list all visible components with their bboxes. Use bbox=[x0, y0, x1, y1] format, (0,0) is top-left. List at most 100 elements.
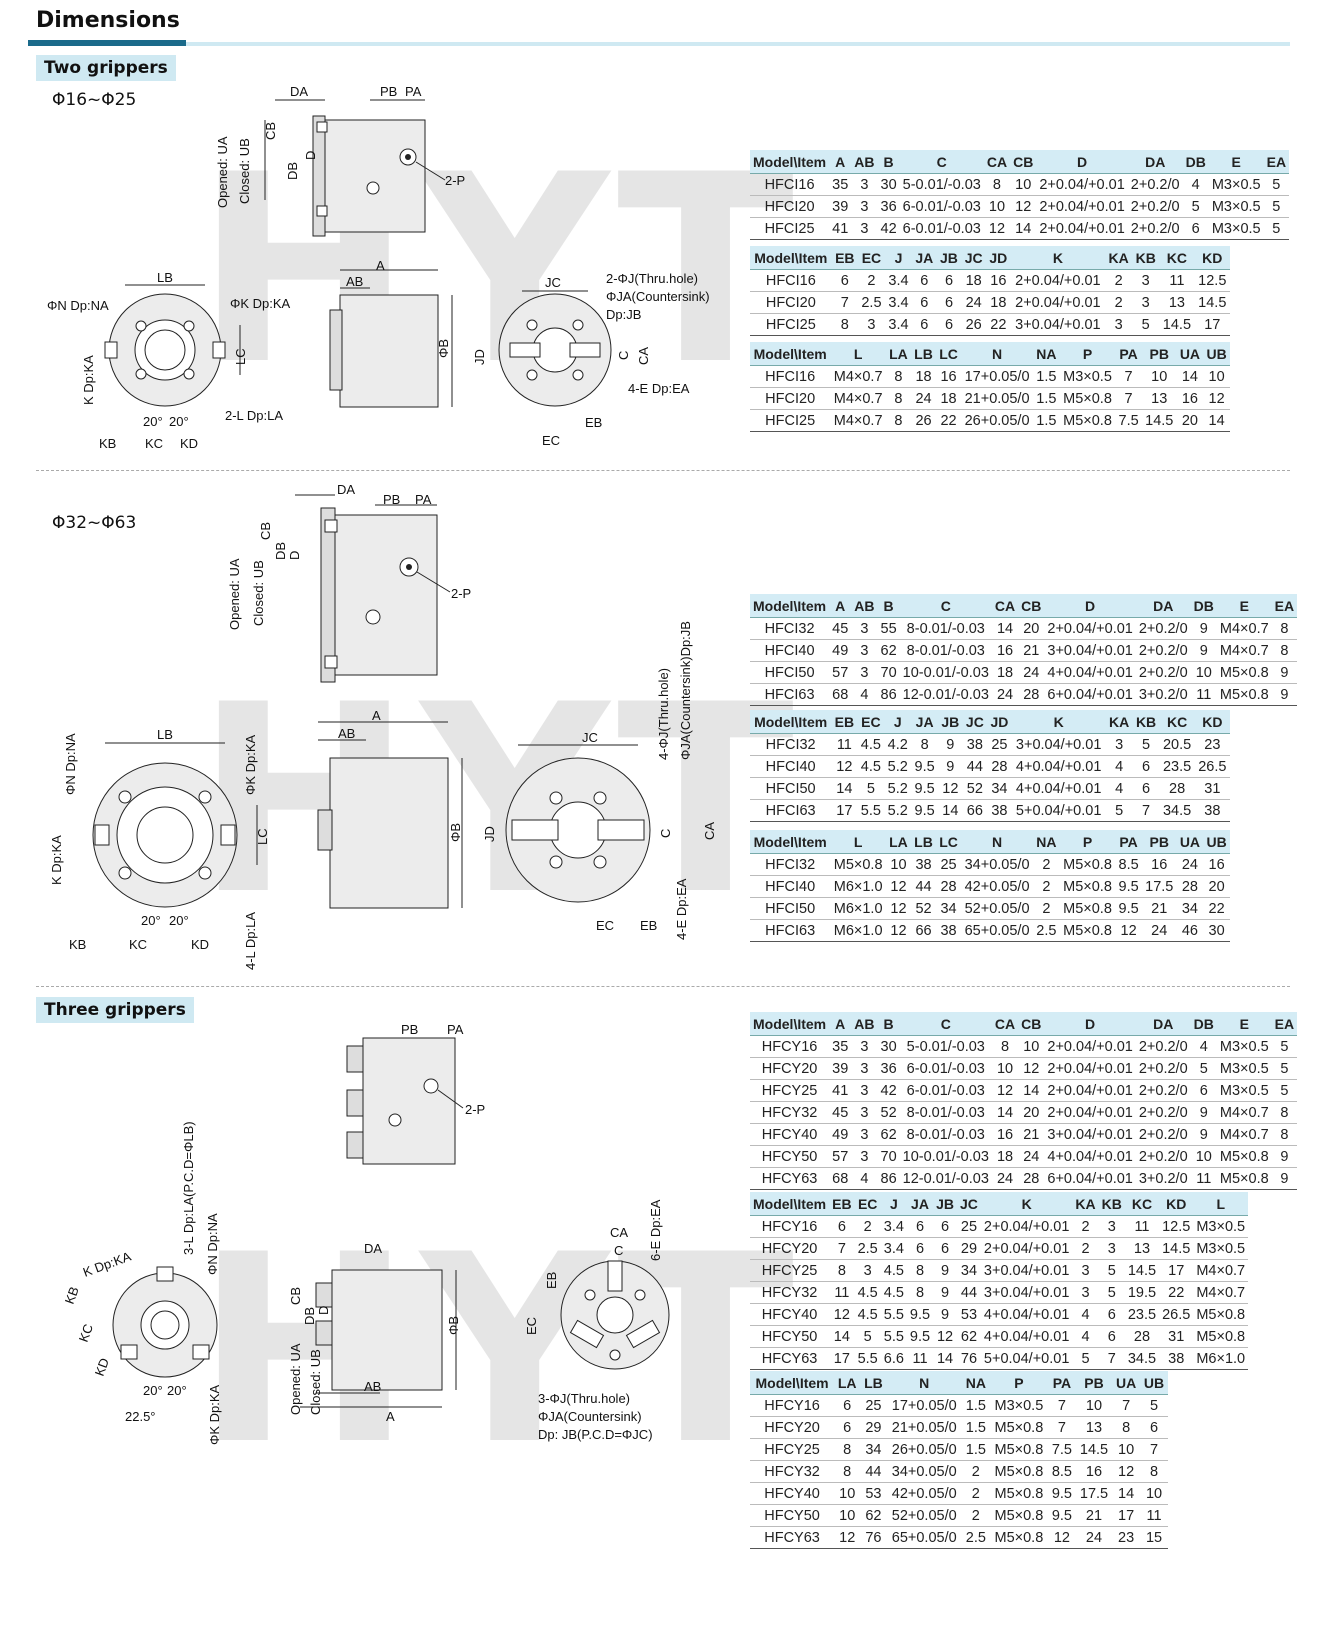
table-cell: 9 bbox=[1190, 617, 1217, 640]
dim-label: KB bbox=[69, 937, 86, 952]
table-header-cell: KA bbox=[1072, 1192, 1099, 1216]
table-cell: M6×1.0 bbox=[830, 897, 886, 920]
table-cell: 6 bbox=[933, 1237, 957, 1260]
table-header-cell: JC bbox=[957, 1192, 981, 1216]
table-cell: 4.5 bbox=[854, 1281, 881, 1304]
table-cell: 7 bbox=[1115, 365, 1142, 388]
table-cell: HFCY20 bbox=[750, 1237, 830, 1260]
table-cell: 30 bbox=[877, 173, 900, 196]
table-cell: 9.5 bbox=[1048, 1504, 1076, 1527]
table-cell: 8 bbox=[1271, 617, 1298, 640]
table-cell: 21+0.05/0 bbox=[886, 1416, 962, 1439]
table-cell: M5×0.8 bbox=[1059, 853, 1116, 876]
table-cell: 6 bbox=[1098, 1325, 1125, 1348]
table-header-cell: KB bbox=[1098, 1192, 1125, 1216]
table-cell: M3×0.5 bbox=[1193, 1237, 1249, 1260]
table-cell: HFCI20 bbox=[750, 291, 832, 314]
table-header-cell: Model\Item bbox=[750, 1371, 835, 1395]
table-cell: 4 bbox=[851, 1167, 878, 1190]
table-cell: 11 bbox=[829, 1281, 855, 1304]
table-cell: 1.5 bbox=[961, 1438, 990, 1461]
table-cell: M5×0.8 bbox=[989, 1504, 1048, 1527]
dim-label: EB bbox=[640, 918, 657, 933]
table-cell: 9 bbox=[1271, 683, 1298, 706]
table-cell: 12 bbox=[1010, 195, 1037, 218]
table-cell: 3+0.04/+0.01 bbox=[980, 1259, 1073, 1282]
table-header-cell: LB bbox=[910, 342, 937, 366]
table-cell: 4+0.04/+0.01 bbox=[1011, 777, 1106, 800]
table-cell: 6 bbox=[911, 269, 937, 292]
table-header-cell: JB bbox=[933, 1192, 957, 1216]
table-cell: HFCY40 bbox=[750, 1303, 830, 1326]
table-cell: 5 bbox=[1263, 195, 1290, 218]
table-cell: M5×0.8 bbox=[1193, 1325, 1249, 1348]
front-view-drawing: LB ΦN Dp:NA ΦK Dp:KA LC K Dp:KA 4-L Dp:L… bbox=[49, 727, 270, 970]
table-cell: 9 bbox=[1271, 661, 1298, 684]
table-cell: M5×0.8 bbox=[1216, 1145, 1272, 1168]
dim-label: KC bbox=[76, 1322, 96, 1344]
table-cell: 11 bbox=[831, 733, 858, 756]
table-cell: 25 bbox=[957, 1215, 981, 1238]
table-cell: 9 bbox=[938, 733, 963, 756]
table-cell: 42 bbox=[877, 217, 900, 240]
size-range-large: Φ32~Φ63 bbox=[52, 513, 137, 533]
dim-label: LC bbox=[255, 828, 270, 845]
table-cell: 14 bbox=[1203, 409, 1230, 432]
table-cell: 8 bbox=[991, 1035, 1019, 1058]
table-cell: 16 bbox=[991, 1123, 1019, 1146]
dim-label: 3-L Dp:LA(P.C.D=ΦLB) bbox=[181, 1121, 196, 1255]
dim-label: KD bbox=[92, 1356, 112, 1378]
table-cell: 17+0.05/0 bbox=[886, 1394, 962, 1417]
table-cell: 5.2 bbox=[884, 755, 912, 778]
table-cell: HFCY63 bbox=[750, 1347, 830, 1370]
table-header-cell: JA bbox=[906, 1192, 934, 1216]
dim-label: K Dp:KA bbox=[49, 835, 64, 885]
table-cell: 22 bbox=[1159, 1281, 1194, 1304]
table-cell: 6 bbox=[936, 269, 962, 292]
table-cell: 31 bbox=[1159, 1325, 1194, 1348]
table-cell: 24 bbox=[1141, 919, 1177, 942]
table-cell: 86 bbox=[877, 683, 900, 706]
table-cell: 8 bbox=[983, 173, 1011, 196]
table-cell: 7.5 bbox=[1115, 409, 1142, 432]
table-header-cell: PA bbox=[1048, 1371, 1076, 1395]
table-cell: 6-0.01/-0.03 bbox=[899, 1057, 992, 1080]
table-cell: 2 bbox=[961, 1460, 990, 1483]
table-cell: HFCY20 bbox=[750, 1416, 835, 1439]
table-header-cell: J bbox=[884, 710, 912, 734]
table-cell: 26+0.05/0 bbox=[961, 409, 1034, 432]
table-header-cell: KB bbox=[1132, 246, 1160, 270]
table-cell: 28 bbox=[1159, 777, 1195, 800]
table-cell: 9 bbox=[933, 1259, 957, 1282]
table-cell: 3 bbox=[851, 1035, 878, 1058]
table-cell: 7 bbox=[1112, 1394, 1141, 1417]
table-header-cell: EC bbox=[857, 246, 885, 270]
table-cell: HFCY16 bbox=[750, 1215, 830, 1238]
table-cell: 8 bbox=[885, 365, 911, 388]
table-cell: 2 bbox=[1033, 897, 1060, 920]
table-cell: 24 bbox=[1018, 661, 1045, 684]
table-cell: 14.5 bbox=[1124, 1259, 1160, 1282]
table-header-cell: EA bbox=[1271, 594, 1298, 618]
table-header-cell: Model\Item bbox=[750, 830, 831, 854]
table-header-cell: EA bbox=[1271, 1012, 1298, 1036]
table-cell: 14 bbox=[1018, 1079, 1045, 1102]
table-cell: HFCI32 bbox=[750, 853, 831, 876]
table-cell: 3 bbox=[851, 639, 878, 662]
dim-label: JC bbox=[582, 730, 598, 745]
table-cell: 3.4 bbox=[880, 1215, 907, 1238]
table-cell: M5×0.8 bbox=[989, 1438, 1048, 1461]
table-cell: M3×0.5 bbox=[1208, 217, 1264, 240]
table-cell: 10 bbox=[1075, 1394, 1113, 1417]
table-header-cell: L bbox=[1193, 1192, 1249, 1216]
table-cell: 9.5 bbox=[906, 1325, 934, 1348]
